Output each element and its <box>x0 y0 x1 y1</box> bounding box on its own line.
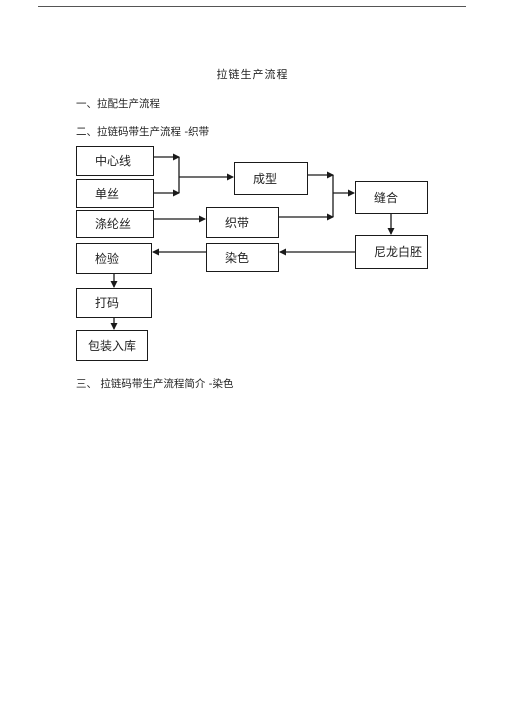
node-inspection-label: 检验 <box>95 251 120 266</box>
node-nylon-blank-label: 尼龙白胚 <box>374 245 423 259</box>
section-heading-1: 一、拉配生产流程 <box>76 98 160 110</box>
section-heading-2: 二、拉链码带生产流程 -织带 <box>76 126 210 138</box>
node-weaving-label: 织带 <box>225 215 250 230</box>
node-printing: 打码 <box>76 288 152 318</box>
node-packing: 包装入库 <box>76 330 148 361</box>
node-sewing: 缝合 <box>355 181 428 214</box>
node-forming: 成型 <box>234 162 308 195</box>
node-nylon-blank: 尼龙白胚 <box>355 235 428 269</box>
node-single-filament-label: 单丝 <box>95 186 120 201</box>
node-dyeing: 染色 <box>206 243 279 272</box>
node-polyester-filament-label: 涤纶丝 <box>95 217 132 231</box>
node-dyeing-label: 染色 <box>225 250 250 265</box>
node-packing-label: 包装入库 <box>87 338 136 353</box>
node-single-filament: 单丝 <box>76 179 154 208</box>
node-printing-label: 打码 <box>95 296 120 310</box>
document-title: 拉链生产流程 <box>216 68 289 81</box>
node-polyester-filament: 涤纶丝 <box>76 210 154 238</box>
node-center-line: 中心线 <box>76 146 154 176</box>
node-forming-label: 成型 <box>253 171 278 186</box>
node-sewing-label: 缝合 <box>374 190 399 205</box>
node-weaving: 织带 <box>206 207 279 238</box>
node-inspection: 检验 <box>76 243 152 274</box>
header-rule <box>38 6 466 7</box>
node-center-line-label: 中心线 <box>95 154 132 168</box>
section-heading-3: 三、 拉链码带生产流程简介 -染色 <box>76 378 234 390</box>
